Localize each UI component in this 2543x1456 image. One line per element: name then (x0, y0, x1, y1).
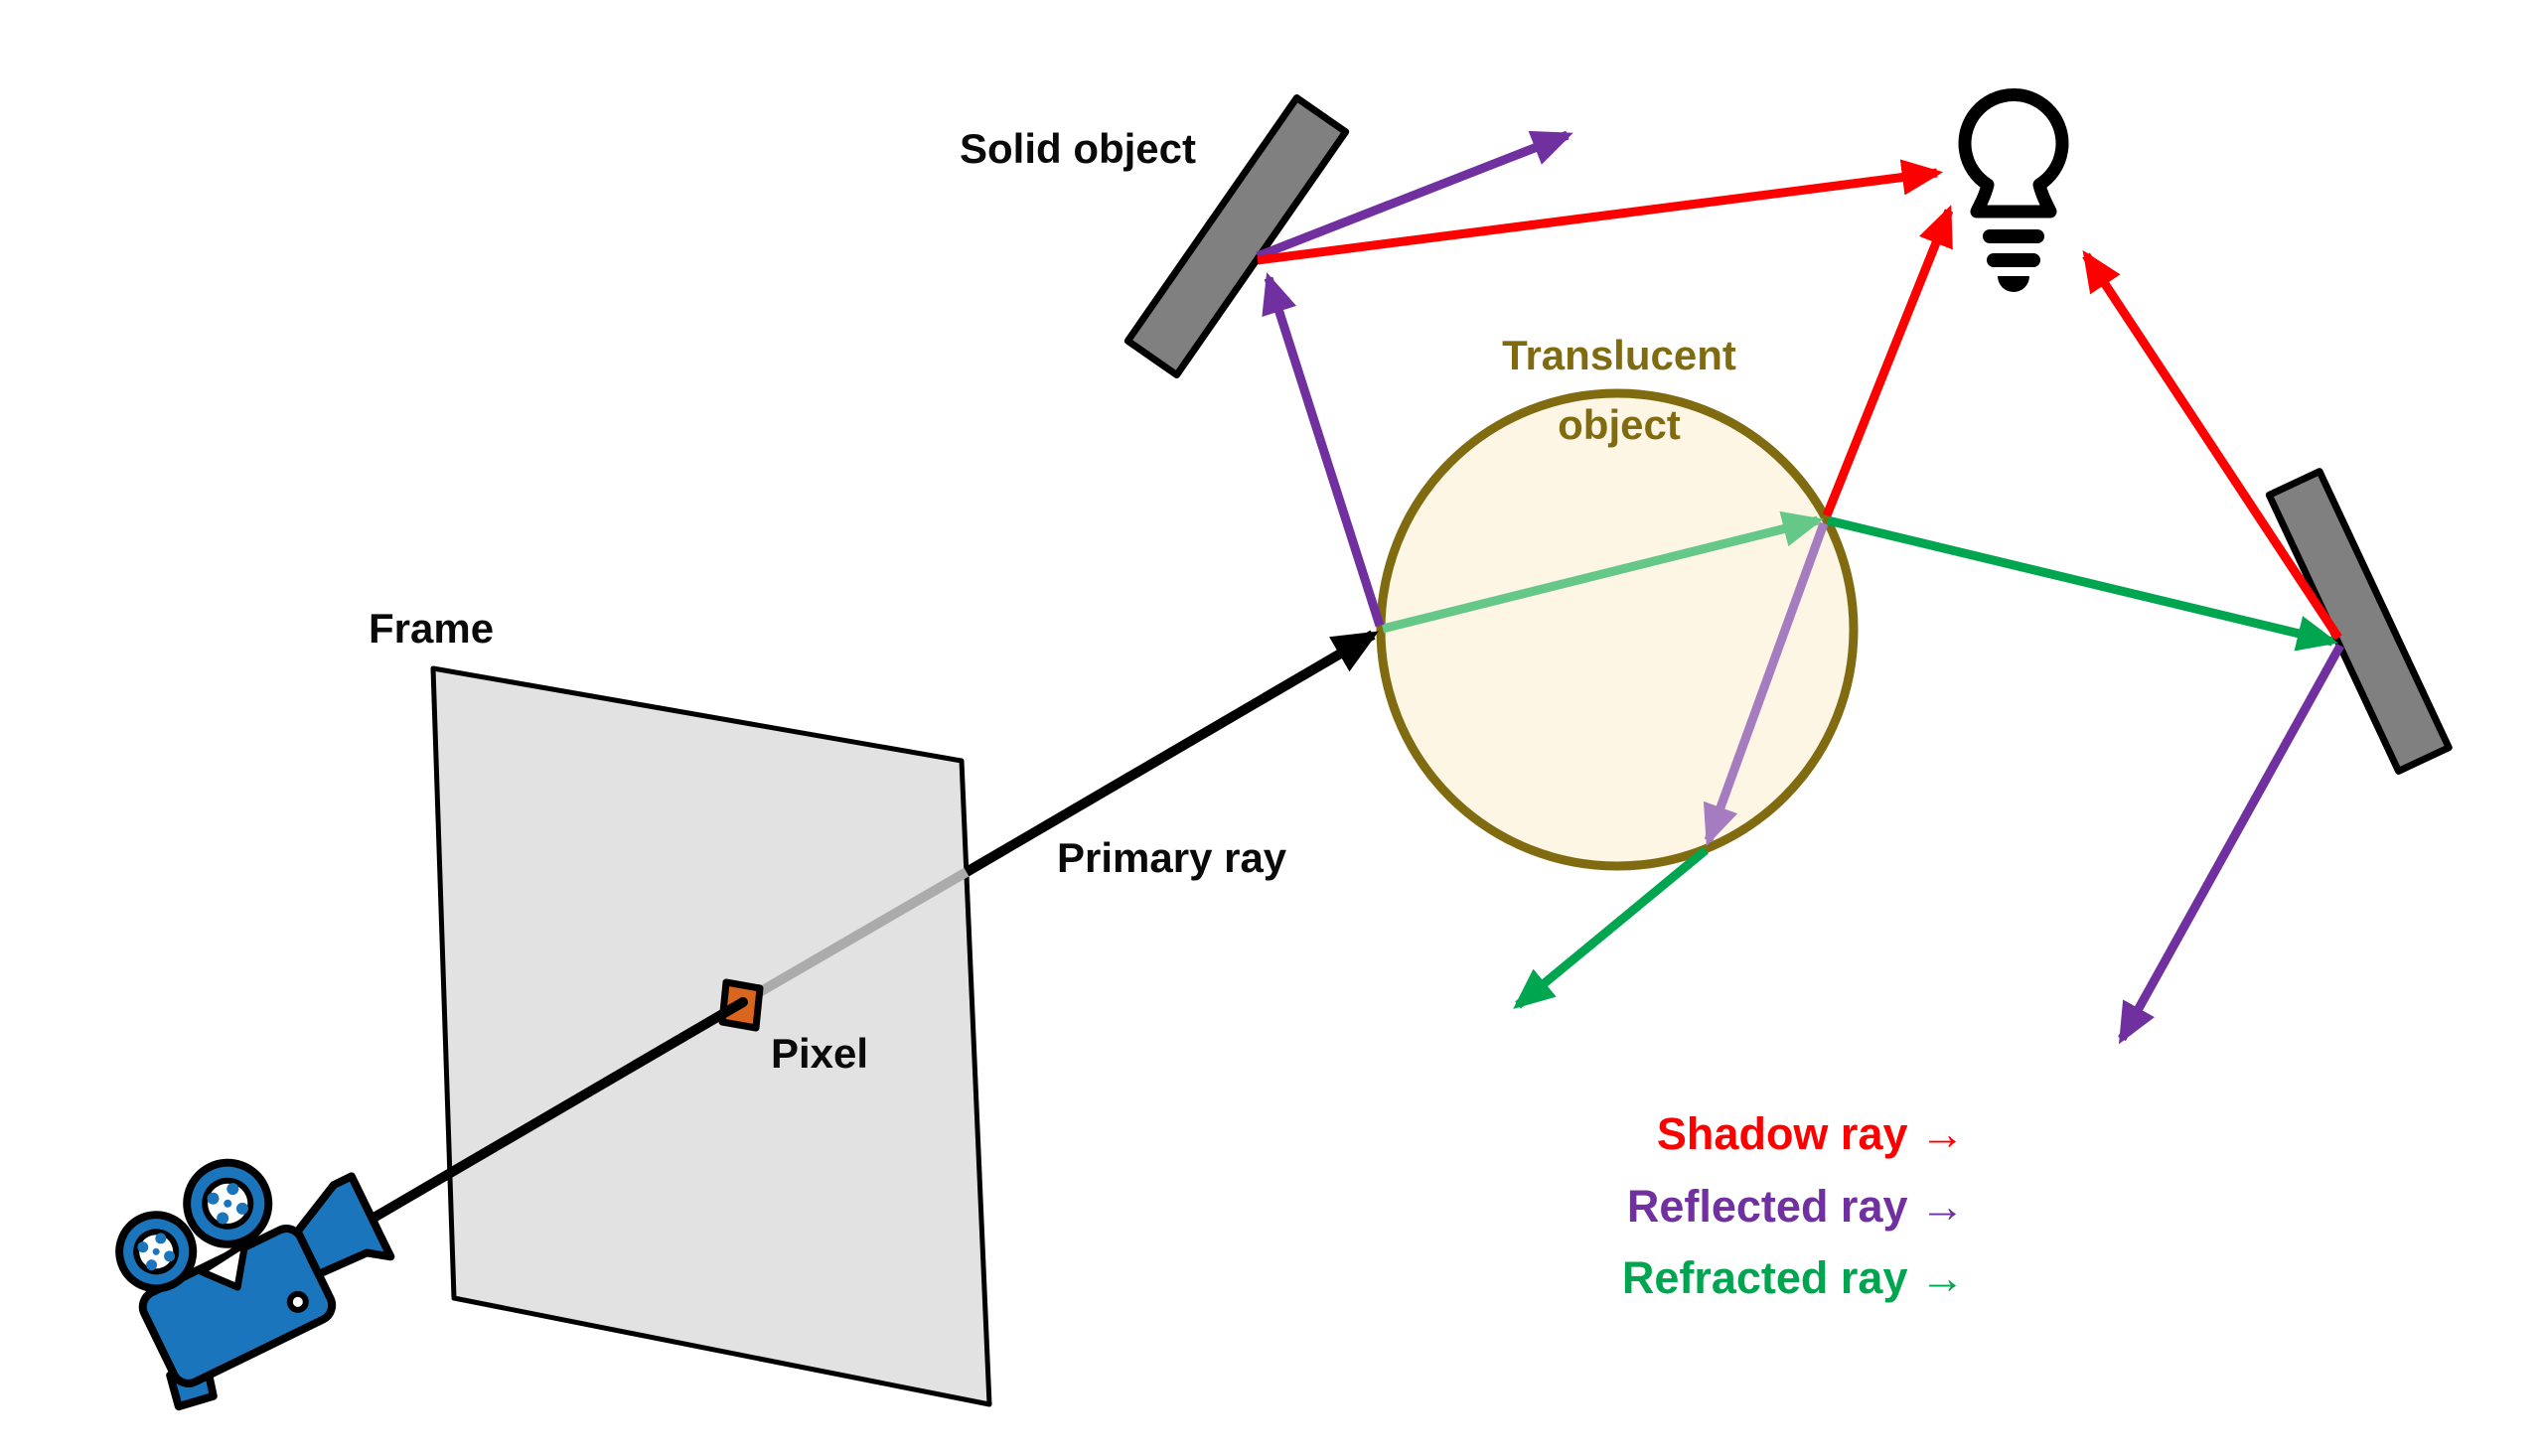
camera-lens (293, 1172, 395, 1278)
camera-body-notch (198, 1239, 249, 1291)
solid-object-label: Solid object (960, 125, 1196, 172)
bulb-glass (1958, 87, 2069, 218)
translucent-object-label-line1: Translucent (1502, 332, 1736, 378)
frame-panel (430, 665, 992, 1407)
shadow-ray-from-mirror (2082, 249, 2342, 641)
legend: Shadow ray → Reflected ray → Refracted r… (1622, 1108, 1965, 1303)
primary-ray-camera-to-pixel (359, 997, 748, 1229)
shadow-ray-from-solid-object (1257, 159, 1944, 265)
primary-ray-to-object (964, 630, 1379, 877)
refracted-ray-exit-bottom (1513, 846, 1709, 1009)
refracted-ray-to-mirror (1826, 515, 2339, 652)
frame-label: Frame (369, 605, 494, 652)
refracted-ray-internal (1381, 510, 1825, 634)
reflected-ray-off-solid-object (1256, 130, 1573, 261)
legend-item-reflected-ray: Reflected ray → (1627, 1181, 1965, 1232)
camera-icon (115, 1158, 395, 1411)
translucent-object (1376, 388, 1859, 871)
shadow-ray-from-translucent-object (1822, 205, 1954, 517)
legend-item-shadow-ray: Shadow ray → (1657, 1108, 1965, 1159)
translucent-object-label-line2: object (1558, 401, 1681, 448)
primary-ray-label: Primary ray (1057, 834, 1287, 881)
pixel-label: Pixel (771, 1030, 868, 1077)
reflected-ray-to-solid-object (1262, 272, 1385, 628)
light-bulb-icon (1958, 87, 2069, 292)
legend-item-refracted-ray: Refracted ray → (1622, 1252, 1965, 1303)
camera-button (286, 1290, 309, 1313)
primary-ray-behind-frame (748, 867, 970, 1002)
reflected-ray-internal (1703, 521, 1829, 846)
reflected-ray-off-mirror (2118, 643, 2344, 1045)
bulb-base-tip (1998, 276, 2029, 292)
